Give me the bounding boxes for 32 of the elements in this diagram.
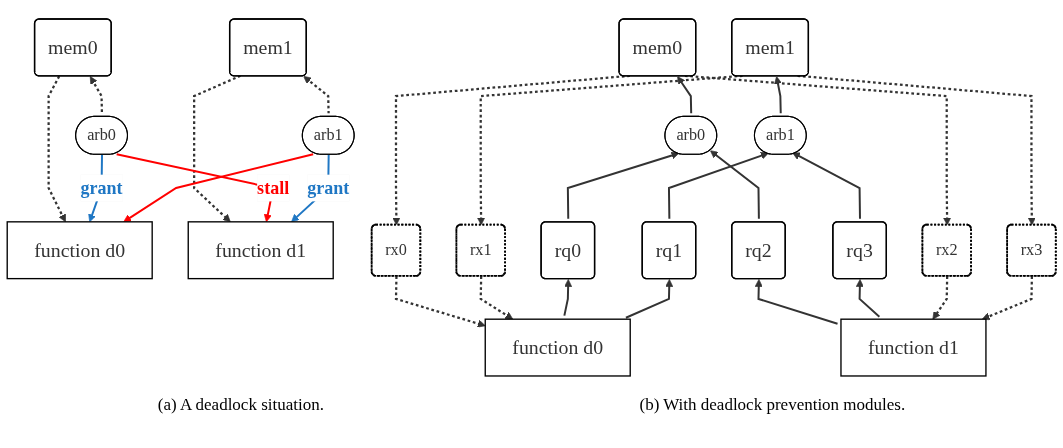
arrow — [563, 279, 573, 317]
arrow — [47, 75, 66, 223]
arrow — [193, 74, 241, 223]
edge-label: grant — [307, 178, 350, 198]
arrow — [932, 276, 949, 320]
arrow — [89, 76, 104, 114]
arrow — [792, 152, 861, 220]
arrow — [754, 279, 839, 325]
node-box: function d0 — [484, 318, 631, 377]
arrow — [684, 74, 952, 226]
arrow — [774, 76, 782, 115]
node-box: function d1 — [840, 318, 987, 377]
arrow — [981, 276, 1034, 321]
arrow — [855, 279, 881, 318]
arrow — [797, 74, 1036, 226]
arrow — [303, 75, 330, 114]
arrow — [123, 153, 315, 223]
arrow — [392, 74, 630, 226]
arrow — [479, 276, 514, 320]
node-box: function d0 — [6, 221, 153, 280]
edge-label: grant — [80, 178, 123, 198]
caption: (b) With deadlock prevention modules. — [639, 395, 906, 415]
arrow — [667, 151, 769, 220]
arrow — [710, 150, 760, 220]
arrow — [394, 276, 486, 328]
arrow — [566, 151, 680, 220]
caption: (a) A deadlock situation. — [157, 395, 324, 415]
arrow — [477, 74, 743, 226]
edge-label: stall — [257, 178, 290, 198]
arrow — [624, 279, 674, 319]
node-box: function d1 — [187, 221, 334, 280]
arrow — [677, 76, 693, 115]
